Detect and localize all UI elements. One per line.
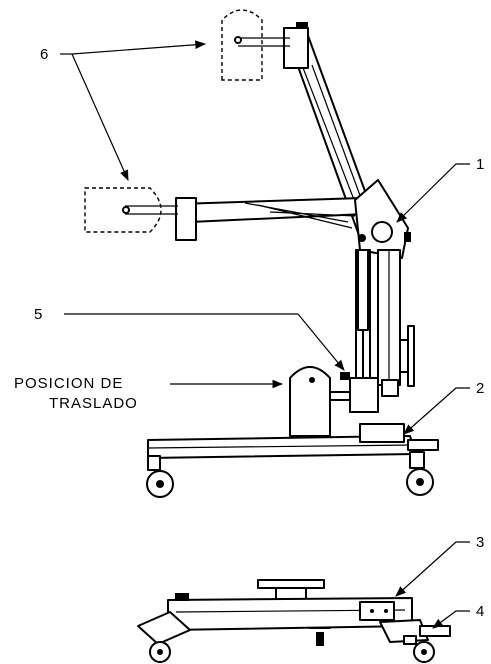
pivot-head xyxy=(354,179,411,259)
rear-caster xyxy=(146,455,174,498)
lower-boom xyxy=(321,372,379,413)
transport-label-line1: POSICION DE xyxy=(14,375,123,392)
transport-label-line2: TRASLADO xyxy=(49,395,138,412)
callout-6: 6 xyxy=(40,46,48,63)
folded-base-frame xyxy=(167,593,413,631)
lift-side-view xyxy=(84,9,439,498)
transport-sling xyxy=(289,366,331,437)
lift-folded-view xyxy=(137,579,451,663)
horizontal-boom xyxy=(175,197,366,241)
callout-2: 2 xyxy=(476,380,484,397)
callout-4: 4 xyxy=(476,603,484,620)
callout-3: 3 xyxy=(476,534,484,551)
raised-boom xyxy=(283,22,381,239)
callout-5: 5 xyxy=(34,306,42,323)
handle-bar xyxy=(399,325,415,387)
raised-sling-outline xyxy=(221,9,290,81)
front-caster xyxy=(406,451,434,496)
folded-casters xyxy=(149,635,435,663)
callout-leaders xyxy=(60,40,470,629)
callout-1: 1 xyxy=(476,156,484,173)
horizontal-sling-outline xyxy=(84,187,178,233)
